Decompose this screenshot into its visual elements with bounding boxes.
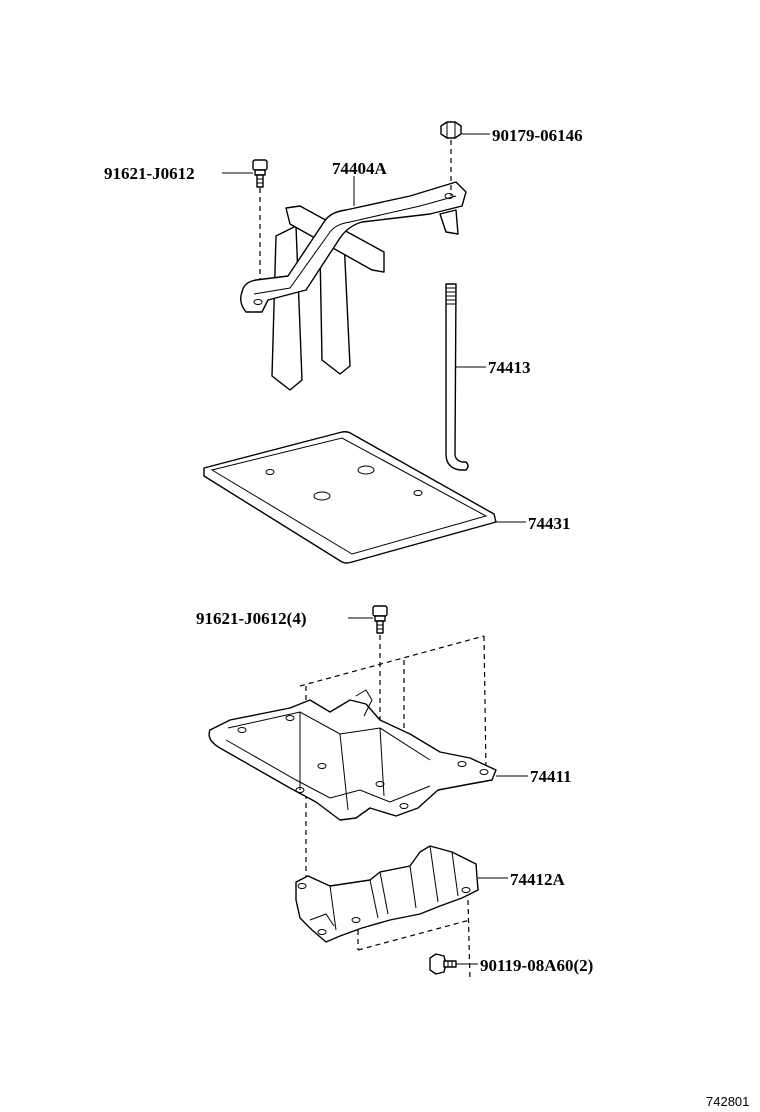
bolt-carrier[interactable] — [372, 605, 388, 634]
label-carrier-bracket: 74412A — [510, 870, 566, 889]
label-bolt-upper-left: 91621-J0612 — [104, 164, 195, 183]
label-bolt-carrier: 91621-J0612(4) — [196, 609, 306, 628]
label-bolt-lower: 90119-08A60(2) — [480, 956, 593, 975]
label-clamp-bolt-rod: 74413 — [488, 358, 531, 377]
carrier-bracket[interactable] — [295, 845, 479, 943]
label-battery-carrier: 74411 — [530, 767, 572, 786]
bolt-lower[interactable] — [429, 953, 457, 975]
clamp-bolt-rod[interactable] — [445, 283, 469, 471]
label-nut-upper-right: 90179-06146 — [492, 126, 583, 145]
label-hold-down-clamp: 74404A — [332, 159, 388, 178]
battery-tray[interactable] — [203, 431, 497, 564]
nut-upper-right[interactable] — [440, 121, 462, 139]
battery-carrier[interactable] — [208, 689, 497, 821]
diagram-ref-number: 742801 — [706, 1094, 749, 1109]
hold-down-clamp[interactable] — [239, 181, 467, 391]
label-battery-tray: 74431 — [528, 514, 571, 533]
bolt-upper-left[interactable] — [252, 159, 268, 188]
